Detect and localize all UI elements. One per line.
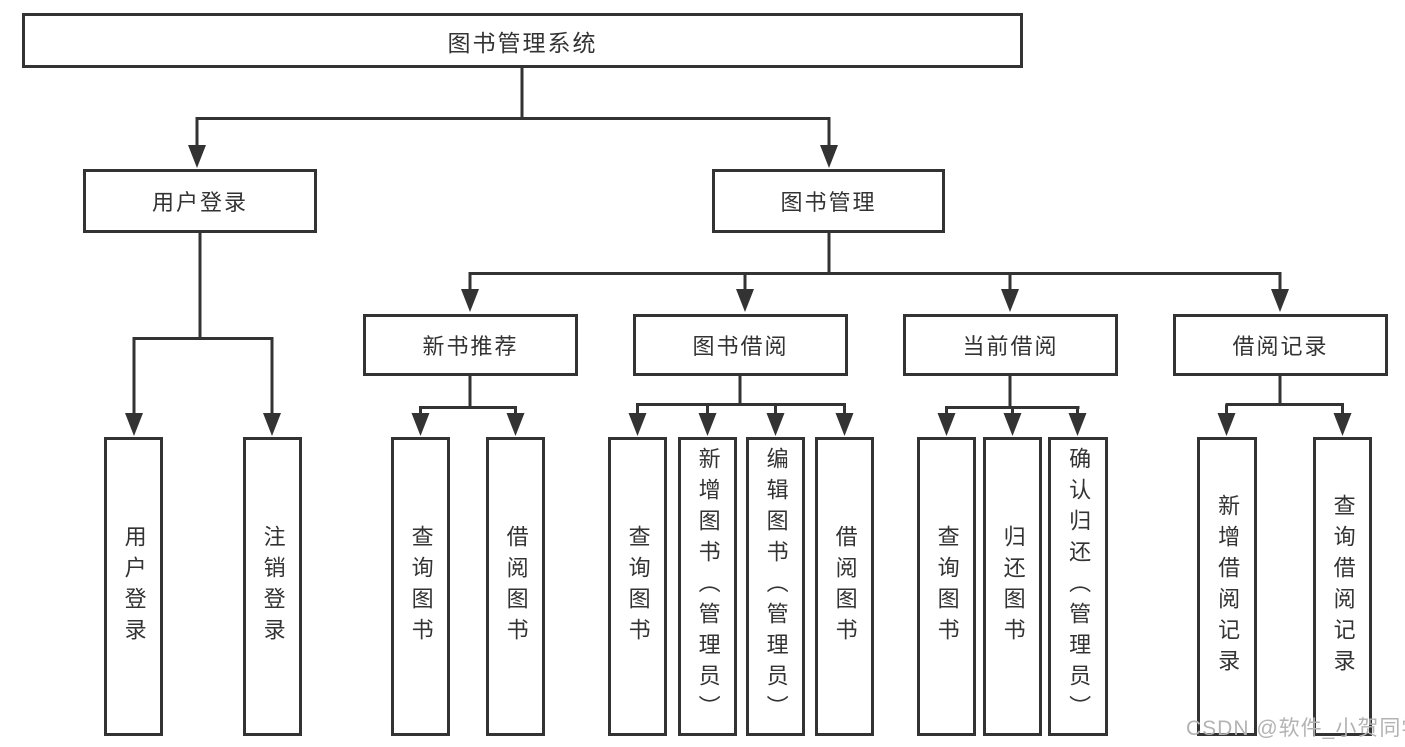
watermark-text: CSDN @软件_小贺同学 bbox=[1186, 717, 1405, 740]
leaf-cb-return-books: 归还图书 bbox=[983, 437, 1042, 736]
leaf-label: 确认归还（管理员） bbox=[1066, 447, 1092, 726]
node-label: 图书借阅 bbox=[692, 334, 789, 359]
leaf-label: 用户登录 bbox=[121, 524, 147, 649]
leaf-logout-login: 注销登录 bbox=[243, 437, 302, 736]
leaf-label: 新增图书（管理员） bbox=[695, 447, 721, 726]
leaf-user-login: 用户登录 bbox=[104, 437, 163, 736]
leaf-label: 新增借阅记录 bbox=[1215, 493, 1241, 680]
node-label: 用户登录 bbox=[151, 190, 248, 215]
leaf-label: 查询图书 bbox=[408, 524, 434, 649]
leaf-label: 查询图书 bbox=[934, 524, 960, 649]
leaf-br-query-record: 查询借阅记录 bbox=[1313, 437, 1372, 736]
node-current-borrow: 当前借阅 bbox=[903, 314, 1118, 376]
node-label: 图书管理 bbox=[780, 190, 877, 215]
arrowheads bbox=[125, 145, 1352, 436]
leaf-nbr-query-books: 查询图书 bbox=[391, 437, 450, 736]
leaf-cb-query-books: 查询图书 bbox=[917, 437, 976, 736]
node-borrow-records: 借阅记录 bbox=[1173, 314, 1388, 376]
leaf-bb-query-books: 查询图书 bbox=[608, 437, 667, 736]
leaf-nbr-borrow-books: 借阅图书 bbox=[486, 437, 545, 736]
node-book-management: 图书管理 bbox=[712, 169, 945, 233]
leaf-label: 注销登录 bbox=[260, 524, 286, 649]
leaf-br-add-record: 新增借阅记录 bbox=[1197, 437, 1257, 736]
node-label: 图书管理系统 bbox=[447, 29, 598, 56]
node-label: 借阅记录 bbox=[1232, 334, 1329, 359]
leaf-label: 编辑图书（管理员） bbox=[763, 447, 789, 726]
node-library-management-system: 图书管理系统 bbox=[22, 13, 1023, 68]
leaf-label: 归还图书 bbox=[1000, 524, 1026, 649]
node-label: 新书推荐 bbox=[422, 334, 519, 359]
leaf-bb-borrow-books: 借阅图书 bbox=[815, 437, 874, 736]
node-book-borrow: 图书借阅 bbox=[633, 314, 848, 376]
leaf-bb-edit-books-admin: 编辑图书（管理员） bbox=[746, 437, 805, 736]
node-user-login: 用户登录 bbox=[83, 169, 317, 233]
leaf-label: 查询图书 bbox=[625, 524, 651, 649]
leaf-label: 借阅图书 bbox=[832, 524, 858, 649]
leaf-label: 借阅图书 bbox=[503, 524, 529, 649]
leaf-bb-add-books-admin: 新增图书（管理员） bbox=[678, 437, 737, 736]
leaf-cb-confirm-return-admin: 确认归还（管理员） bbox=[1048, 437, 1108, 736]
node-new-book-recommend: 新书推荐 bbox=[363, 314, 578, 376]
node-label: 当前借阅 bbox=[962, 334, 1059, 359]
leaf-label: 查询借阅记录 bbox=[1330, 493, 1356, 680]
